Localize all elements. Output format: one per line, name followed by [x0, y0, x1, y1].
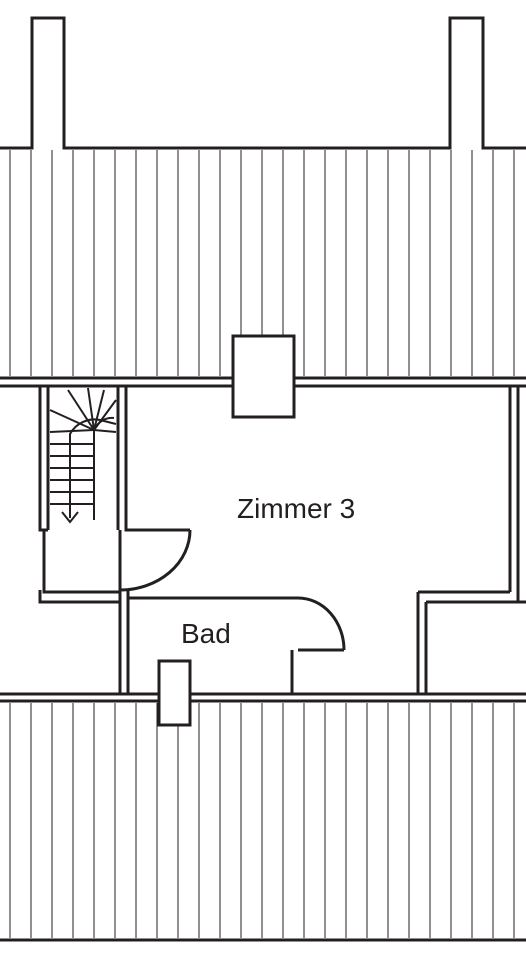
roof-slope-bottom — [9, 703, 515, 938]
room-label-bad: Bad — [181, 618, 231, 649]
chimney-bottom — [157, 659, 192, 727]
room-label-zimmer-3: Zimmer 3 — [237, 493, 355, 524]
gable-outline-top — [0, 16, 526, 150]
door-swings — [118, 529, 346, 651]
staircase — [46, 386, 117, 530]
chimney-top — [231, 334, 296, 419]
roof-slope-top — [9, 150, 515, 376]
